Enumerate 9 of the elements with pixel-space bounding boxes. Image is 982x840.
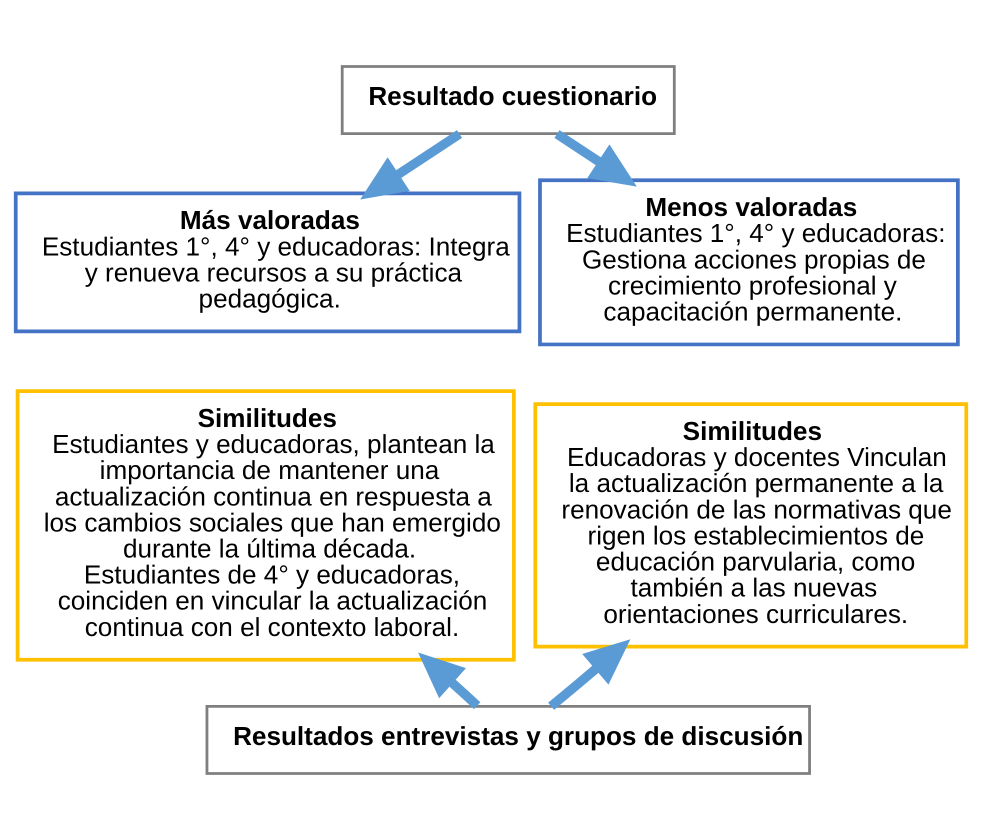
node-box: Menos valoradas Estudiantes 1°, 4° y educadoras: Gestiona acciones propias de crecimiento profesional y capacitación permanente. (538, 178, 960, 346)
node-box: Similitudes Estudiantes y educadoras, plantean la importancia de mantener una actualización continua en respuesta a los cambios sociales que han emergido durante la última década. Estudiantes de 4° y educadoras, coinciden en vincular la actualización continua con el contexto laboral. (16, 389, 516, 662)
node-box: Resultados entrevistas y grupos de discusión (206, 704, 811, 775)
arrow (360, 130, 462, 200)
arrow (418, 652, 480, 710)
node-box: Más valoradas Estudiantes 1°, 4° y educadoras: Integra y renueva recursos a su práctica pedagógica. (14, 191, 522, 334)
node-box: Resultado cuestionario (340, 65, 676, 136)
arrow (548, 639, 630, 710)
node-box: Similitudes Educadoras y docentes Vinculan la actualización permanente a la renovación de las normativas que rigen los establecimientos de educación parvularia, como también a las nuevas orientaciones curriculares. (533, 402, 968, 649)
